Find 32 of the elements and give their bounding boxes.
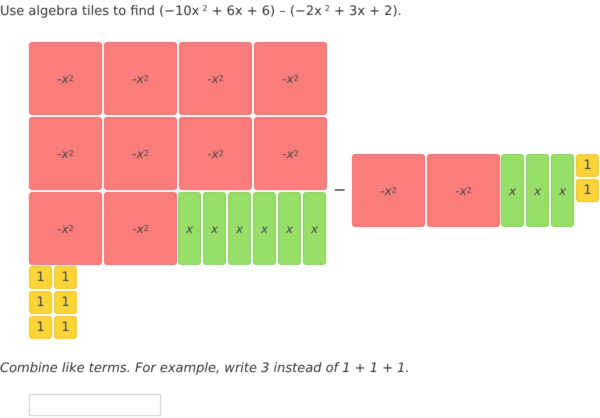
- negative-x-squared-tile: -x$^{2}$: [427, 154, 500, 227]
- question-text: Use algebra tiles to find (−10x$^{2}$ + 6x + 6) – (−2x$^{2}$ + 3x + 2).: [0, 4, 402, 19]
- unit-tile: 1: [576, 154, 599, 177]
- unit-tile: 1: [576, 179, 599, 202]
- negative-x-squared-tile: -x$^{2}$: [104, 192, 177, 265]
- negative-x-squared-tile: -x$^{2}$: [104, 117, 177, 190]
- x-tile: x: [178, 192, 201, 265]
- unit-tile: 1: [54, 291, 77, 314]
- x-tile: x: [303, 192, 326, 265]
- x-tile: x: [203, 192, 226, 265]
- x-tile: x: [278, 192, 301, 265]
- negative-x-squared-tile: -x$^{2}$: [352, 154, 425, 227]
- negative-x-squared-tile: -x$^{2}$: [29, 192, 102, 265]
- negative-x-squared-tile: -x$^{2}$: [179, 117, 252, 190]
- negative-x-squared-tile: -x$^{2}$: [254, 42, 327, 115]
- x-tile: x: [228, 192, 251, 265]
- unit-tile: 1: [54, 266, 77, 289]
- negative-x-squared-tile: -x$^{2}$: [179, 42, 252, 115]
- unit-tile: 1: [29, 316, 52, 339]
- negative-x-squared-tile: -x$^{2}$: [254, 117, 327, 190]
- x-tile: x: [501, 154, 524, 227]
- x-tile: x: [526, 154, 549, 227]
- negative-x-squared-tile: -x$^{2}$: [29, 42, 102, 115]
- unit-tile: 1: [29, 266, 52, 289]
- x-tile: x: [551, 154, 574, 227]
- negative-x-squared-tile: -x$^{2}$: [29, 117, 102, 190]
- instruction-text: Combine like terms. For example, write 3 instead of 1 + 1 + 1.: [0, 361, 410, 376]
- unit-tile: 1: [54, 316, 77, 339]
- negative-x-squared-tile: -x$^{2}$: [104, 42, 177, 115]
- x-tile: x: [253, 192, 276, 265]
- unit-tile: 1: [29, 291, 52, 314]
- minus-sign: −: [333, 180, 346, 199]
